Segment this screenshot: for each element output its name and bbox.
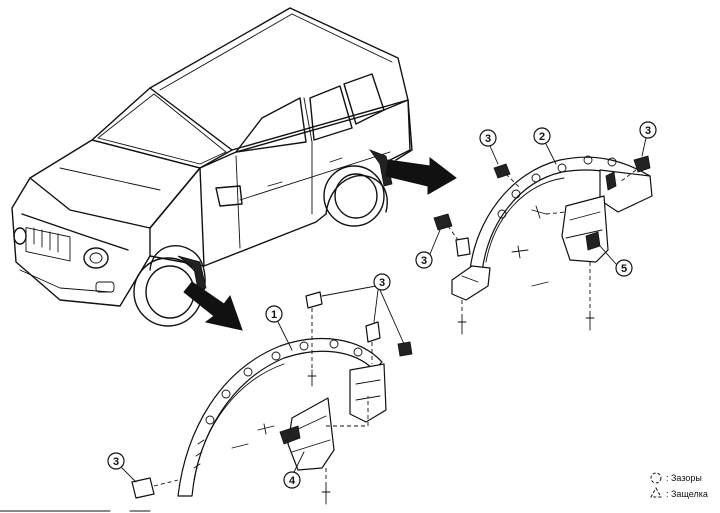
circle-dashed-icon — [650, 472, 662, 484]
callout-3-rear-top-right: 3 — [639, 121, 657, 157]
callout-3-front-left: 3 — [107, 452, 137, 483]
callout-3-front-top: 3 — [321, 273, 405, 345]
legend-latches-label: : Защелка — [666, 489, 708, 499]
callout-5: 5 — [599, 245, 633, 277]
legend: : Зазоры : Защелка — [650, 472, 708, 499]
callout-3-label-d: 3 — [379, 277, 385, 289]
callout-3-label-e: 3 — [113, 456, 119, 468]
front-detail-arrow — [183, 281, 243, 331]
callout-4: 4 — [283, 451, 305, 489]
front-fender-liner-assembly — [131, 291, 413, 505]
callout-3-rear-left: 3 — [415, 229, 441, 269]
callout-2-label: 2 — [539, 131, 545, 143]
rear-fender-liner-assembly — [433, 155, 653, 335]
callout-2: 2 — [533, 127, 557, 165]
legend-clips-label: : Зазоры — [666, 473, 702, 483]
callout-1: 1 — [265, 305, 293, 351]
callout-3-label-c: 3 — [421, 255, 427, 267]
callout-3-label-a: 3 — [485, 133, 491, 145]
callout-3-label-b: 3 — [645, 125, 651, 137]
triangle-dashed-icon — [650, 486, 662, 498]
rear-detail-arrow — [385, 156, 457, 195]
callout-1-label: 1 — [271, 309, 277, 321]
callout-3-rear-top-left: 3 — [479, 129, 499, 165]
vehicle-illustration — [11, 7, 413, 327]
callout-5-label: 5 — [621, 263, 627, 275]
callout-4-label: 4 — [289, 475, 296, 487]
